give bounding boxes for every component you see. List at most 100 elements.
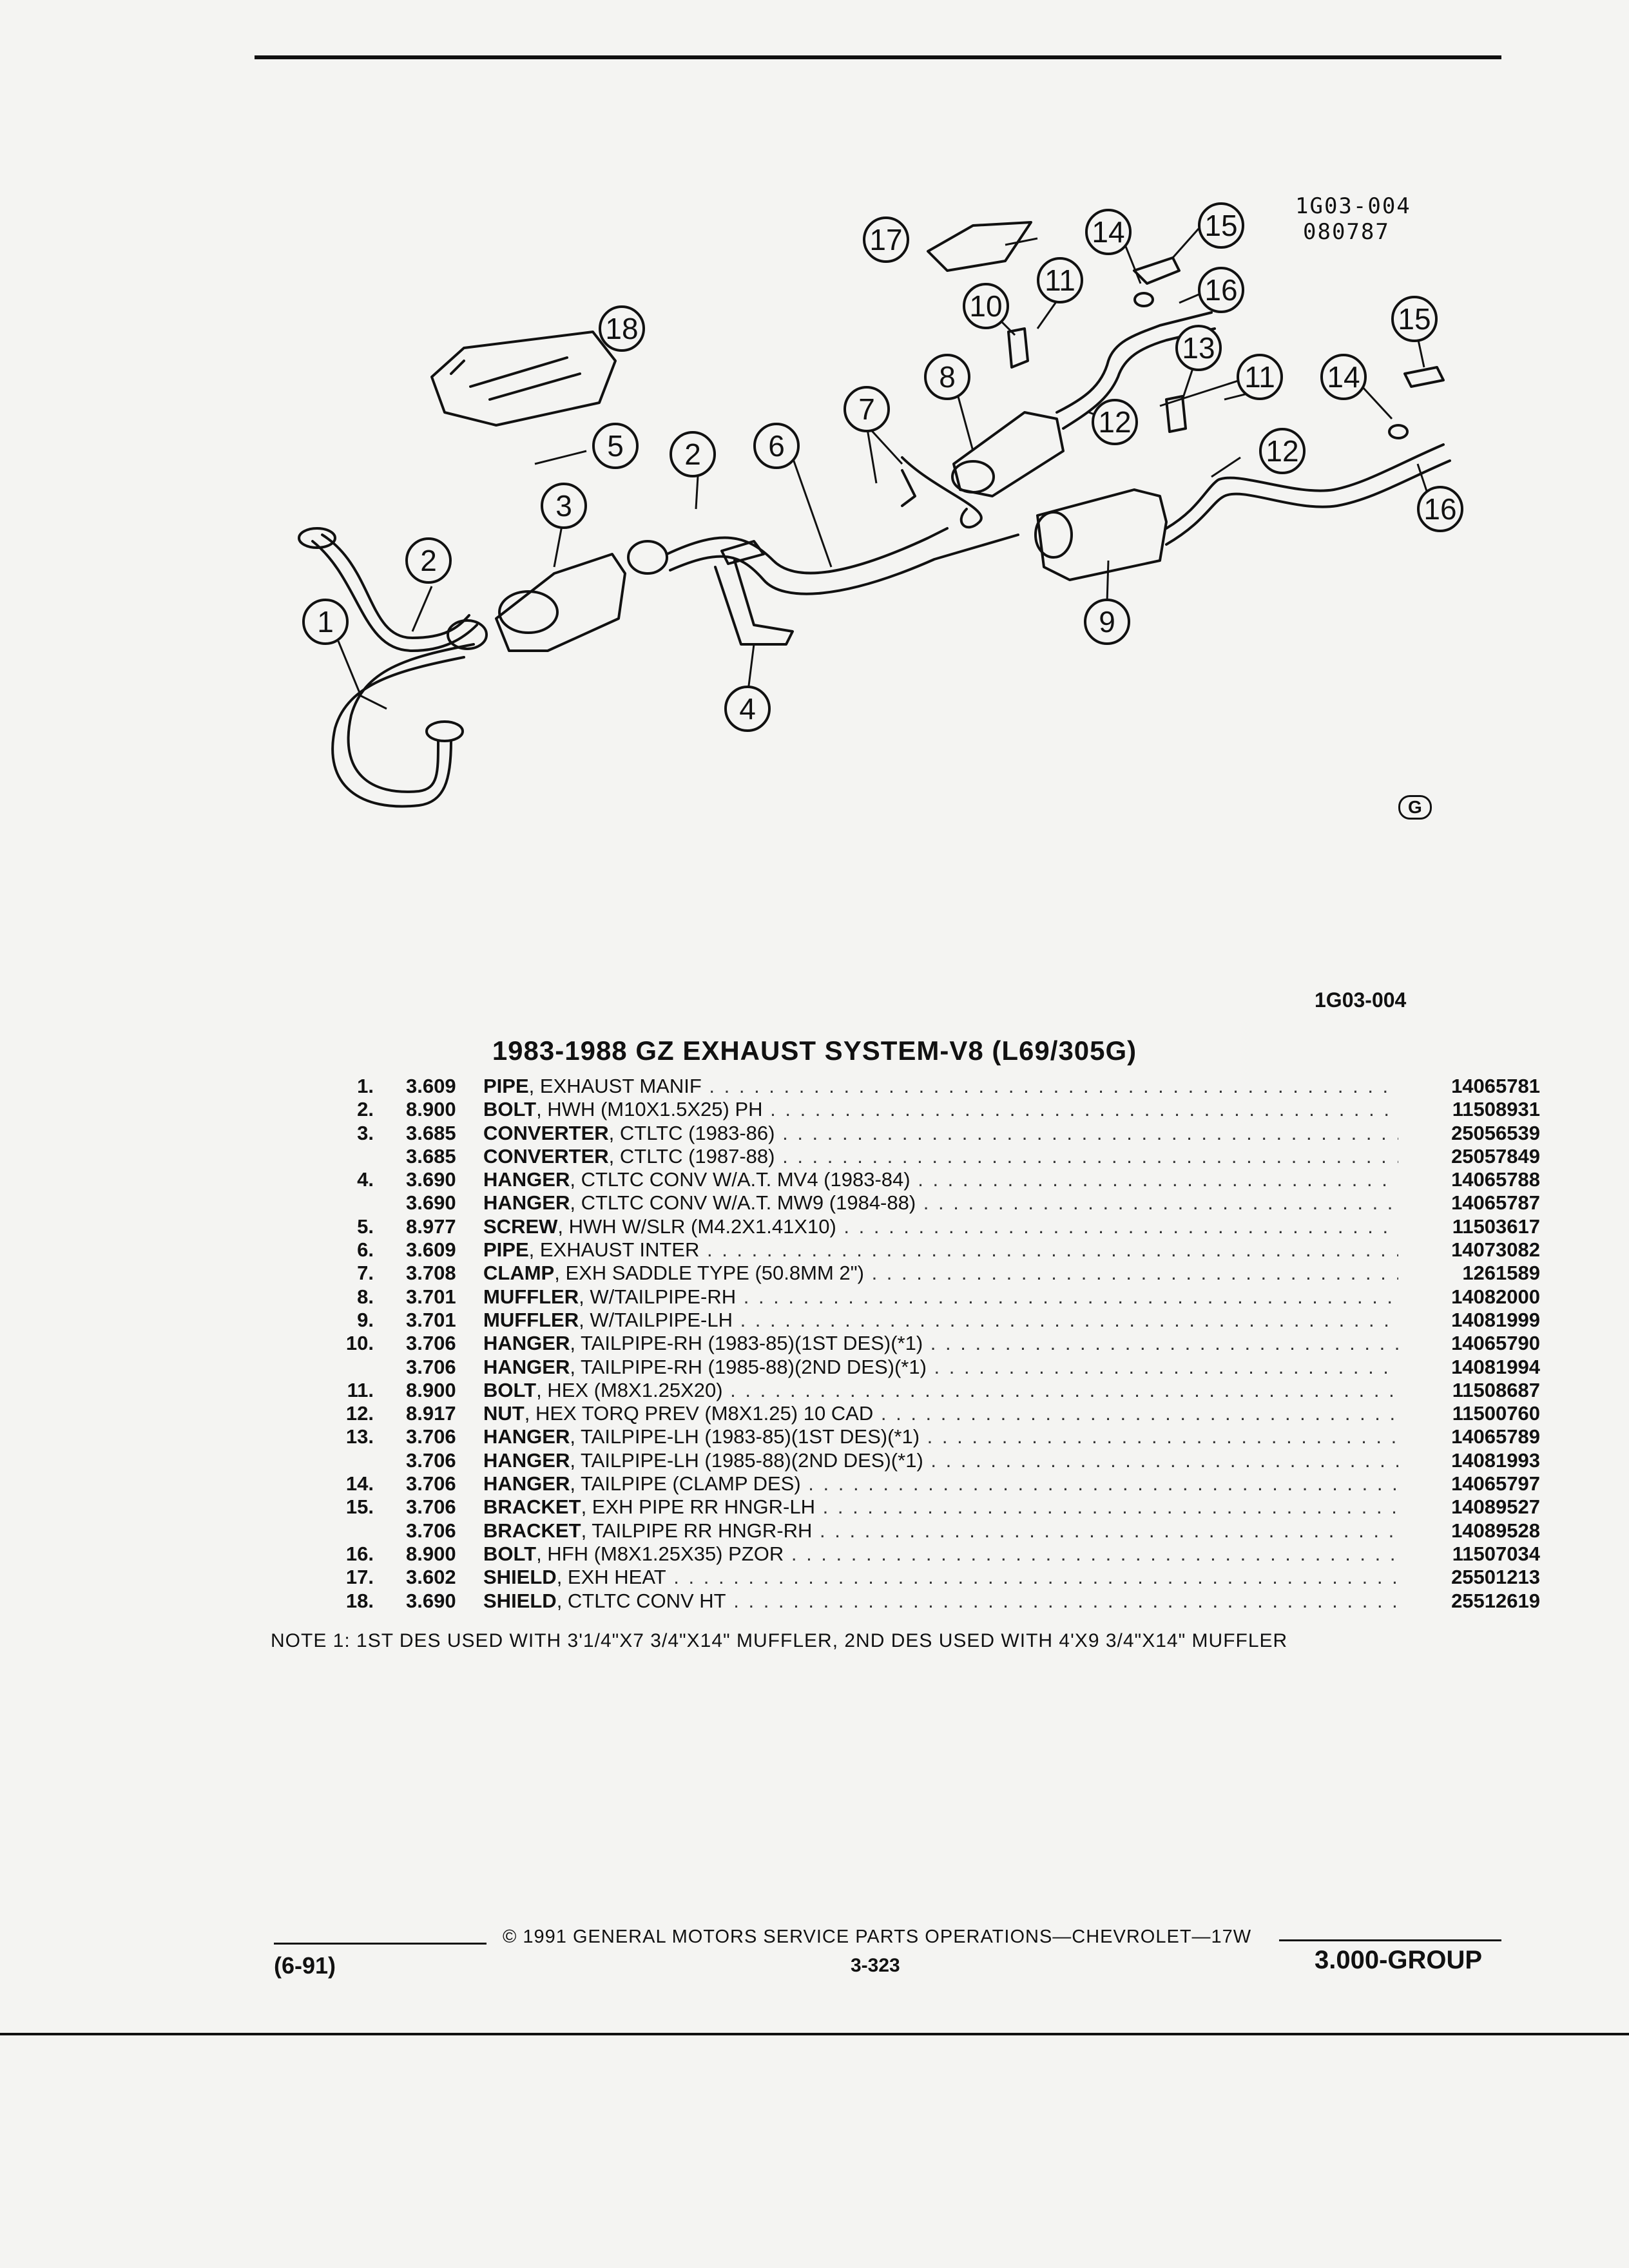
part-detail: , EXHAUST MANIF — [528, 1075, 702, 1097]
part-group-code: 3.706 — [406, 1332, 456, 1355]
part-detail: , CTLTC (1983-86) — [608, 1121, 775, 1144]
part-detail: , CTLTC CONV HT — [556, 1589, 726, 1612]
part-group-code: 3.701 — [406, 1285, 456, 1308]
part-description: CONVERTER, CTLTC (1987-88) . . . . . . .… — [483, 1145, 1398, 1168]
callout-14a: 14 — [1085, 209, 1132, 255]
part-name: HANGER — [483, 1472, 570, 1495]
part-group-code: 3.609 — [406, 1075, 456, 1097]
diagram-code-mid: 1G03-004 — [1315, 988, 1407, 1012]
part-ref-number: 16. — [345, 1542, 374, 1565]
svg-text:12: 12 — [1098, 405, 1131, 439]
callout-11a: 11 — [1037, 257, 1083, 303]
part-name: HANGER — [483, 1191, 570, 1215]
heat-shield-18 — [430, 331, 617, 427]
svg-text:14: 14 — [1327, 360, 1360, 394]
svg-text:11: 11 — [1045, 264, 1075, 297]
callout-10: 10 — [963, 283, 1009, 329]
part-group-code: 3.609 — [406, 1238, 456, 1262]
muffler-8 — [952, 411, 1065, 497]
part-name: CONVERTER — [483, 1121, 609, 1144]
bottom-rule — [0, 2033, 1629, 2035]
svg-text:16: 16 — [1204, 273, 1237, 307]
part-group-code: 3.701 — [406, 1308, 456, 1331]
diagram-code-top: 1G03-004 080787 — [1295, 193, 1411, 245]
footer-copyright: © 1991 GENERAL MOTORS SERVICE PARTS OPER… — [503, 1927, 1252, 1947]
part-detail: , EXH SADDLE TYPE (50.8MM 2") — [554, 1262, 864, 1285]
part-number: 14065788 — [1451, 1168, 1540, 1191]
part-description: BOLT, HFH (M8X1.25X35) PZOR . . . . . . … — [483, 1542, 1398, 1566]
part-name: HANGER — [483, 1425, 570, 1448]
leader-dots: . . . . . . . . . . . . . . . . . . . . … — [706, 1238, 1398, 1262]
part-group-code: 3.706 — [406, 1355, 456, 1378]
part-group-code: 3.602 — [406, 1566, 456, 1589]
part-group-code: 8.900 — [406, 1378, 456, 1401]
part-description: HANGER, TAILPIPE (CLAMP DES) . . . . . .… — [483, 1472, 1398, 1495]
part-number: 11503617 — [1452, 1215, 1540, 1238]
part-number: 11508931 — [1452, 1098, 1540, 1121]
part-ref-number: 2. — [357, 1098, 374, 1121]
part-description: PIPE, EXHAUST MANIF . . . . . . . . . . … — [483, 1075, 1398, 1098]
part-group-code: 3.690 — [406, 1589, 456, 1612]
heat-shield-17 — [927, 221, 1032, 272]
svg-text:6: 6 — [768, 429, 785, 463]
part-detail: , EXH HEAT — [556, 1566, 666, 1589]
part-number: 14065790 — [1451, 1332, 1540, 1355]
leader-dots: . . . . . . . . . . . . . . . . . . . . … — [923, 1191, 1398, 1215]
leader-dots: . . . . . . . . . . . . . . . . . . . . … — [927, 1425, 1398, 1448]
part-description: HANGER, TAILPIPE-RH (1983-85)(1ST DES)(*… — [483, 1332, 1398, 1355]
leader-dots: . . . . . . . . . . . . . . . . . . . . … — [820, 1519, 1398, 1542]
part-ref-number: 6. — [357, 1238, 374, 1262]
part-description: HANGER, TAILPIPE-LH (1983-85)(1ST DES)(*… — [483, 1425, 1398, 1448]
part-ref-number: 13. — [345, 1425, 374, 1448]
part-detail: , CTLTC (1987-88) — [608, 1144, 775, 1168]
part-number: 11508687 — [1452, 1378, 1540, 1401]
leader-dots: . . . . . . . . . . . . . . . . . . . . … — [880, 1402, 1398, 1425]
callout-11b: 11 — [1237, 354, 1283, 400]
svg-text:10: 10 — [969, 289, 1002, 323]
part-group-code: 3.708 — [406, 1262, 456, 1285]
part-detail: , HFH (M8X1.25X35) PZOR — [536, 1542, 784, 1565]
leader-dots: . . . . . . . . . . . . . . . . . . . . … — [782, 1121, 1398, 1144]
part-description: MUFFLER, W/TAILPIPE-LH . . . . . . . . .… — [483, 1309, 1398, 1332]
part-number: 14065781 — [1451, 1075, 1540, 1097]
leader-dots: . . . . . . . . . . . . . . . . . . . . … — [791, 1542, 1398, 1565]
callout-3: 3 — [541, 483, 587, 529]
callout-14b: 14 — [1320, 354, 1367, 400]
part-description: HANGER, CTLTC CONV W/A.T. MW9 (1984-88) … — [483, 1191, 1398, 1215]
part-detail: , W/TAILPIPE-LH — [579, 1308, 733, 1331]
part-group-code: 3.690 — [406, 1168, 456, 1191]
part-description: SHIELD, CTLTC CONV HT . . . . . . . . . … — [483, 1590, 1398, 1613]
part-name: BRACKET — [483, 1519, 581, 1542]
part-description: SCREW, HWH W/SLR (M4.2X1.41X10) . . . . … — [483, 1215, 1398, 1238]
hanger-10 — [1007, 327, 1029, 369]
part-description: BOLT, HWH (M10X1.5X25) PH . . . . . . . … — [483, 1098, 1398, 1121]
part-name: HANGER — [483, 1355, 570, 1378]
parts-row: 13. 3.706 HANGER, TAILPIPE-LH (1983-85)(1S… — [335, 1425, 1540, 1448]
leader-dots: . . . . . . . . . . . . . . . . . . . . … — [730, 1378, 1398, 1401]
part-detail: , TAILPIPE-RH (1983-85)(1ST DES)(*1) — [570, 1332, 923, 1355]
callout-7: 7 — [843, 386, 890, 432]
part-name: NUT — [483, 1402, 525, 1425]
part-ref-number: 11. — [347, 1378, 374, 1401]
part-detail: , TAILPIPE-LH (1985-88)(2ND DES)(*1) — [570, 1448, 923, 1472]
part-detail: , TAILPIPE-LH (1983-85)(1ST DES)(*1) — [570, 1425, 920, 1448]
part-number: 1261589 — [1462, 1262, 1540, 1285]
callout-1: 1 — [302, 599, 349, 645]
part-description: HANGER, CTLTC CONV W/A.T. MV4 (1983-84) … — [483, 1168, 1398, 1191]
leader-dots: . . . . . . . . . . . . . . . . . . . . … — [808, 1472, 1398, 1495]
part-detail: , CTLTC CONV W/A.T. MV4 (1983-84) — [570, 1168, 911, 1191]
part-group-code: 3.706 — [406, 1425, 456, 1448]
